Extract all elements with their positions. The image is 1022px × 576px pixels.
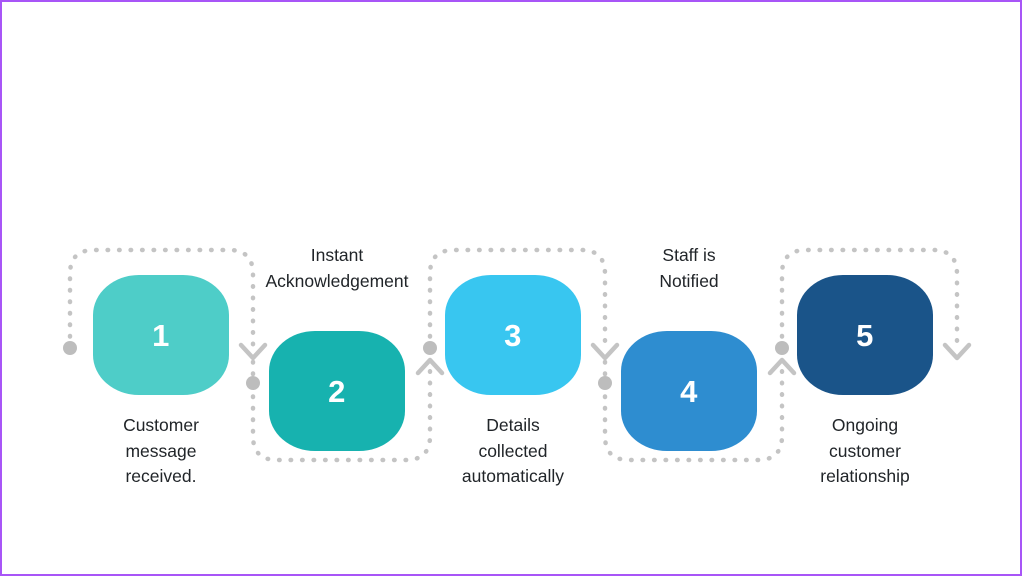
step-label-line: message	[125, 440, 197, 461]
step-label-line: Staff is	[662, 245, 716, 265]
step-label-line: Ongoing	[831, 415, 899, 435]
step-label-5: Ongoing customer relationship	[765, 413, 965, 490]
step-box-5[interactable]: 5	[797, 275, 933, 395]
step-label-line: Customer	[123, 415, 199, 435]
step-box-2[interactable]: 2	[269, 331, 405, 451]
step-label-2: Instant Acknowledgement	[237, 243, 437, 294]
chevron-down-icon-3	[942, 342, 972, 361]
step-number-2: 2	[328, 373, 346, 409]
junction-dot-4	[775, 341, 789, 355]
junction-dot-3	[598, 376, 612, 390]
chevron-up-icon-2	[767, 357, 797, 376]
junction-dot-1	[246, 376, 260, 390]
step-label-line: customer	[829, 440, 901, 461]
step-label-line: Acknowledgement	[265, 270, 409, 291]
step-label-3: Details collected automatically	[413, 413, 613, 490]
step-number-1: 1	[152, 317, 170, 353]
chevron-down-icon-2	[590, 342, 620, 361]
step-number-5: 5	[856, 317, 874, 353]
start-dot	[63, 341, 77, 355]
step-label-line: automatically	[461, 466, 565, 486]
step-box-4[interactable]: 4	[621, 331, 757, 451]
junction-dot-2	[423, 341, 437, 355]
step-label-line: Instant	[310, 245, 364, 265]
step-label-line: collected	[478, 440, 548, 461]
step-label-line: relationship	[820, 466, 910, 486]
step-label-line: received.	[125, 466, 197, 486]
step-label-1: Customer message received.	[61, 413, 261, 490]
step-label-line: Notified	[659, 270, 719, 291]
step-number-4: 4	[680, 373, 698, 409]
chevron-down-icon-1	[238, 342, 268, 361]
step-label-line: Details	[486, 415, 540, 435]
step-box-1[interactable]: 1	[93, 275, 229, 395]
step-number-3: 3	[504, 317, 522, 353]
step-box-3[interactable]: 3	[445, 275, 581, 395]
step-label-4: Staff is Notified	[589, 243, 789, 294]
chevron-up-icon-1	[415, 357, 445, 376]
